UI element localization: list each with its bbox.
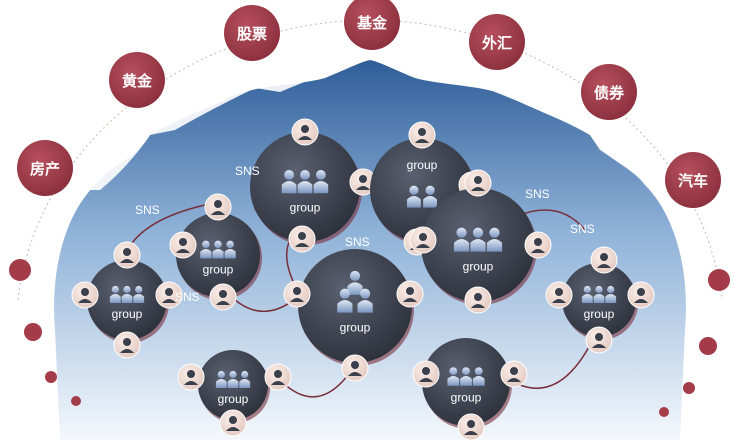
dot-left-1: [9, 259, 31, 281]
group-label: group: [407, 158, 438, 172]
topic-label-forex: 外汇: [481, 34, 512, 52]
group-people-icon: [337, 270, 373, 313]
member-avatar-icon[interactable]: [177, 363, 205, 391]
member-avatar-icon[interactable]: [585, 326, 613, 354]
link-f-g: [519, 344, 591, 389]
group-label: group: [340, 320, 371, 334]
group-label: group: [463, 259, 494, 273]
member-avatar-icon[interactable]: [408, 121, 436, 149]
member-avatar-icon[interactable]: [349, 168, 377, 196]
sns-label-3: SNS: [175, 290, 200, 304]
group-people-icon: [281, 170, 329, 194]
topic-bubble-autos[interactable]: 汽车: [665, 152, 721, 208]
group-node-3[interactable]: group: [250, 132, 362, 245]
member-avatar-icon[interactable]: [219, 409, 247, 437]
topic-label-bonds: 债券: [594, 84, 625, 102]
member-avatar-icon[interactable]: [283, 280, 311, 308]
group-label: group: [451, 391, 482, 405]
topic-bubble-forex[interactable]: 外汇: [469, 14, 525, 70]
topic-label-real-estate: 房产: [30, 160, 60, 178]
group-node-8[interactable]: group: [198, 350, 270, 423]
member-avatar-icon[interactable]: [412, 360, 440, 388]
topic-label-autos: 汽车: [678, 172, 708, 190]
dot-right-3: [683, 382, 695, 394]
group-label: group: [112, 307, 143, 321]
group-label: group: [584, 307, 615, 321]
member-avatar-icon[interactable]: [409, 226, 437, 254]
topic-bubble-stocks[interactable]: 股票: [224, 5, 280, 61]
group-people-icon: [447, 367, 485, 386]
group-people-icon: [581, 285, 617, 303]
group-node-2[interactable]: group: [176, 213, 262, 300]
topic-label-gold: 黄金: [122, 72, 153, 90]
member-avatar-icon[interactable]: [291, 118, 319, 146]
member-avatar-icon[interactable]: [264, 363, 292, 391]
member-avatar-icon[interactable]: [155, 281, 183, 309]
member-avatar-icon[interactable]: [524, 231, 552, 259]
topic-bubble-gold[interactable]: 黄金: [109, 52, 165, 108]
group-circle: [298, 249, 412, 363]
sky-cloud-background: [54, 60, 686, 440]
member-avatar-icon[interactable]: [341, 354, 369, 382]
member-avatar-icon[interactable]: [500, 360, 528, 388]
topic-label-stocks: 股票: [237, 25, 267, 43]
dot-right-1: [708, 269, 730, 291]
sns-label-6: SNS: [570, 222, 595, 236]
link-e-f: [519, 209, 586, 231]
group-label: group: [218, 392, 249, 406]
member-avatar-icon[interactable]: [457, 413, 485, 441]
dot-right-2: [699, 337, 717, 355]
topic-bubble-bonds[interactable]: 债券: [581, 64, 637, 120]
topic-bubble-funds[interactable]: 基金: [344, 0, 400, 50]
member-avatar-icon[interactable]: [464, 169, 492, 197]
group-people-icon: [453, 227, 503, 252]
dot-left-2: [24, 323, 42, 341]
member-avatar-icon[interactable]: [464, 286, 492, 314]
member-avatar-icon[interactable]: [204, 193, 232, 221]
group-node-1[interactable]: group: [87, 260, 169, 343]
member-avatar-icon[interactable]: [169, 231, 197, 259]
dot-left-4: [71, 396, 81, 406]
member-avatar-icon[interactable]: [288, 225, 316, 253]
group-people-icon: [109, 285, 145, 303]
dot-left-3: [45, 371, 57, 383]
cloud-scallops: [80, 58, 660, 190]
sns-label-5: SNS: [525, 187, 550, 201]
topic-label-funds: 基金: [356, 14, 388, 32]
member-avatar-icon[interactable]: [71, 281, 99, 309]
member-avatar-icon[interactable]: [590, 246, 618, 274]
member-avatar-icon[interactable]: [209, 283, 237, 311]
group-people-icon: [406, 185, 438, 208]
group-node-6[interactable]: group: [298, 249, 414, 366]
group-node-7[interactable]: group: [562, 263, 638, 340]
group-node-9[interactable]: group: [422, 338, 512, 429]
member-avatar-icon[interactable]: [396, 280, 424, 308]
group-label: group: [203, 263, 234, 277]
sns-label-4: SNS: [345, 235, 370, 249]
sns-label-2: SNS: [135, 203, 160, 217]
member-avatar-icon[interactable]: [627, 281, 655, 309]
member-avatar-icon[interactable]: [113, 331, 141, 359]
member-avatar-icon[interactable]: [113, 241, 141, 269]
group-node-5[interactable]: group: [421, 188, 537, 305]
decorative-dots: [9, 259, 730, 417]
member-avatar-icon[interactable]: [545, 281, 573, 309]
group-people-icon: [200, 240, 236, 259]
group-people-icon: [215, 370, 251, 388]
dot-right-4: [659, 407, 669, 417]
sns-label-1: SNS: [235, 164, 260, 178]
group-label: group: [290, 200, 321, 214]
topic-bubble-real-estate[interactable]: 房产: [17, 140, 73, 196]
